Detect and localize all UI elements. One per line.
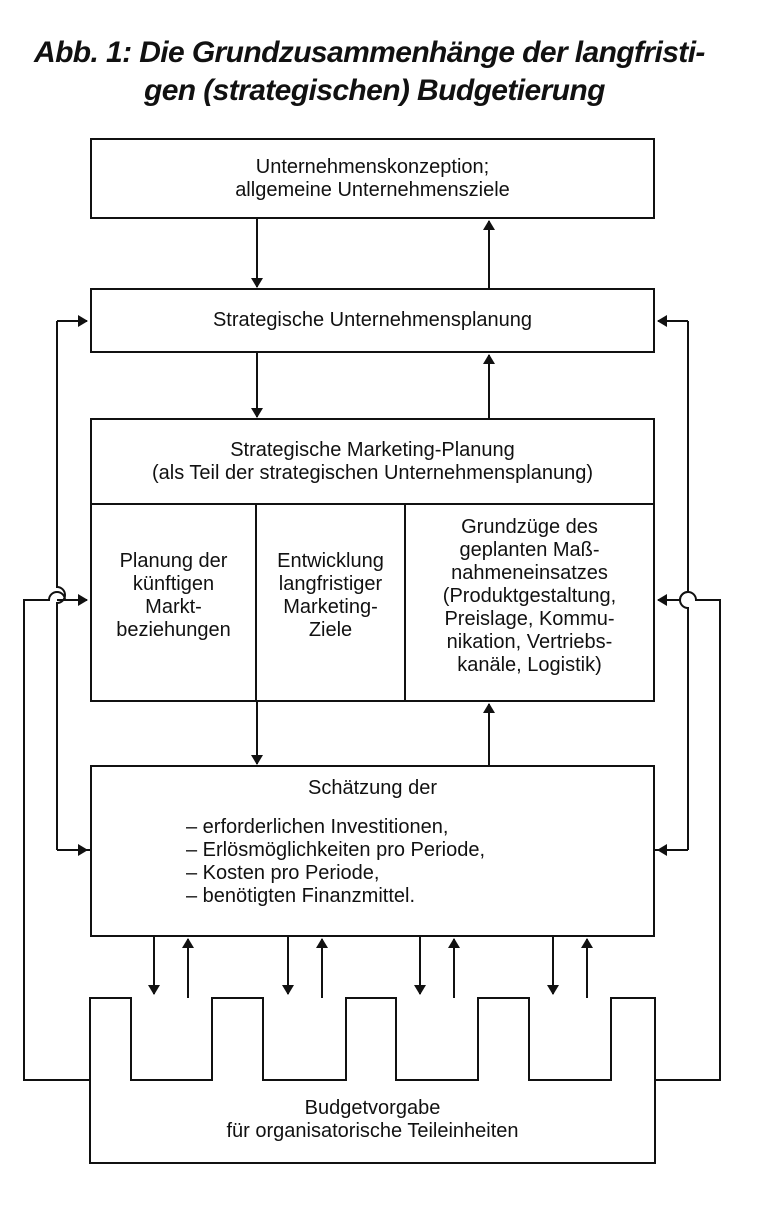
loop-right-outer xyxy=(655,591,721,1081)
column-marketing-ziele: Entwicklung langfristiger Marketing- Zie… xyxy=(257,550,404,642)
column-massnahmeneinsatz: Grundzüge des geplanten Maß- nahmeneinsa… xyxy=(406,516,653,677)
box-marketing-planung-columns xyxy=(90,503,655,702)
column-2-line-2: langfristiger xyxy=(278,573,383,595)
schaetzung-heading: Schätzung der xyxy=(308,777,437,799)
marketing-planung-line-2: (als Teil der strategischen Unternehmens… xyxy=(152,461,593,484)
column-1-line-4: beziehungen xyxy=(116,619,231,641)
figure-title-line-2: gen (strategischen) Budgetierung xyxy=(144,74,605,107)
column-2-line-3: Marketing- xyxy=(283,596,378,618)
column-divider-2 xyxy=(404,503,406,702)
schaetzung-item-finanzmittel: – benötigten Finanzmittel. xyxy=(186,885,416,907)
figure-title: Abb. 1: Die Grundzusammenhänge der langf… xyxy=(34,34,754,110)
konzeption-line-2: allgemeine Unternehmensziele xyxy=(235,178,510,201)
box-schaetzung: Schätzung der xyxy=(90,765,655,937)
column-1-line-1: Planung der xyxy=(119,550,228,572)
loop-left-outer xyxy=(23,591,90,1081)
strategische-planung-label: Strategische Unternehmensplanung xyxy=(212,309,533,331)
marketing-planung-line-1: Strategische Marketing-Planung xyxy=(230,438,515,461)
figure-title-line-1: Abb. 1: Die Grundzusammenhänge der langf… xyxy=(34,36,705,69)
box-strategische-unternehmensplanung: Strategische Unternehmensplanung xyxy=(90,288,655,353)
loop-right-inner-vertical xyxy=(679,321,689,850)
column-1-line-2: künftigen xyxy=(132,573,215,595)
box-unternehmenskonzeption: Unternehmenskonzeption; allgemeine Unter… xyxy=(90,138,655,219)
konzeption-line-1: Unternehmenskonzeption; xyxy=(255,155,490,178)
column-divider-1 xyxy=(255,503,257,702)
schaetzung-list: – erforderlichen Investitionen, – Erlösm… xyxy=(186,816,485,908)
budgetvorgabe-line-1: Budgetvorgabe xyxy=(304,1097,441,1119)
column-2-line-1: Entwicklung xyxy=(277,550,384,572)
budgetvorgabe-label: Budgetvorgabe für organisatorische Teile… xyxy=(92,1097,653,1143)
schaetzung-item-kosten: – Kosten pro Periode, xyxy=(186,862,380,884)
column-marktbeziehungen: Planung der künftigen Markt- beziehungen xyxy=(92,550,255,642)
schaetzung-item-erloese: – Erlösmöglichkeiten pro Periode, xyxy=(186,839,486,861)
column-1-line-3: Markt- xyxy=(145,596,202,618)
column-3-line-3: nahmeneinsatzes xyxy=(451,562,608,584)
column-3-line-7: kanäle, Logistik) xyxy=(457,654,602,676)
schaetzung-item-investitionen: – erforderlichen Investitionen, xyxy=(186,816,449,838)
column-3-line-4: (Produktgestaltung, xyxy=(442,585,617,607)
budgetvorgabe-line-2: für organisatorische Teileinheiten xyxy=(226,1120,519,1142)
budget-box-outline xyxy=(89,997,656,1164)
box-marketing-planung-header: Strategische Marketing-Planung (als Teil… xyxy=(90,418,655,505)
column-3-line-1: Grundzüge des xyxy=(461,516,598,538)
column-3-line-2: geplanten Maß- xyxy=(459,539,600,561)
column-3-line-6: nikation, Vertriebs- xyxy=(446,631,613,653)
column-3-line-5: Preislage, Kommu- xyxy=(444,608,615,630)
column-2-line-4: Ziele xyxy=(308,619,353,641)
loop-left-inner-vertical xyxy=(56,321,66,850)
